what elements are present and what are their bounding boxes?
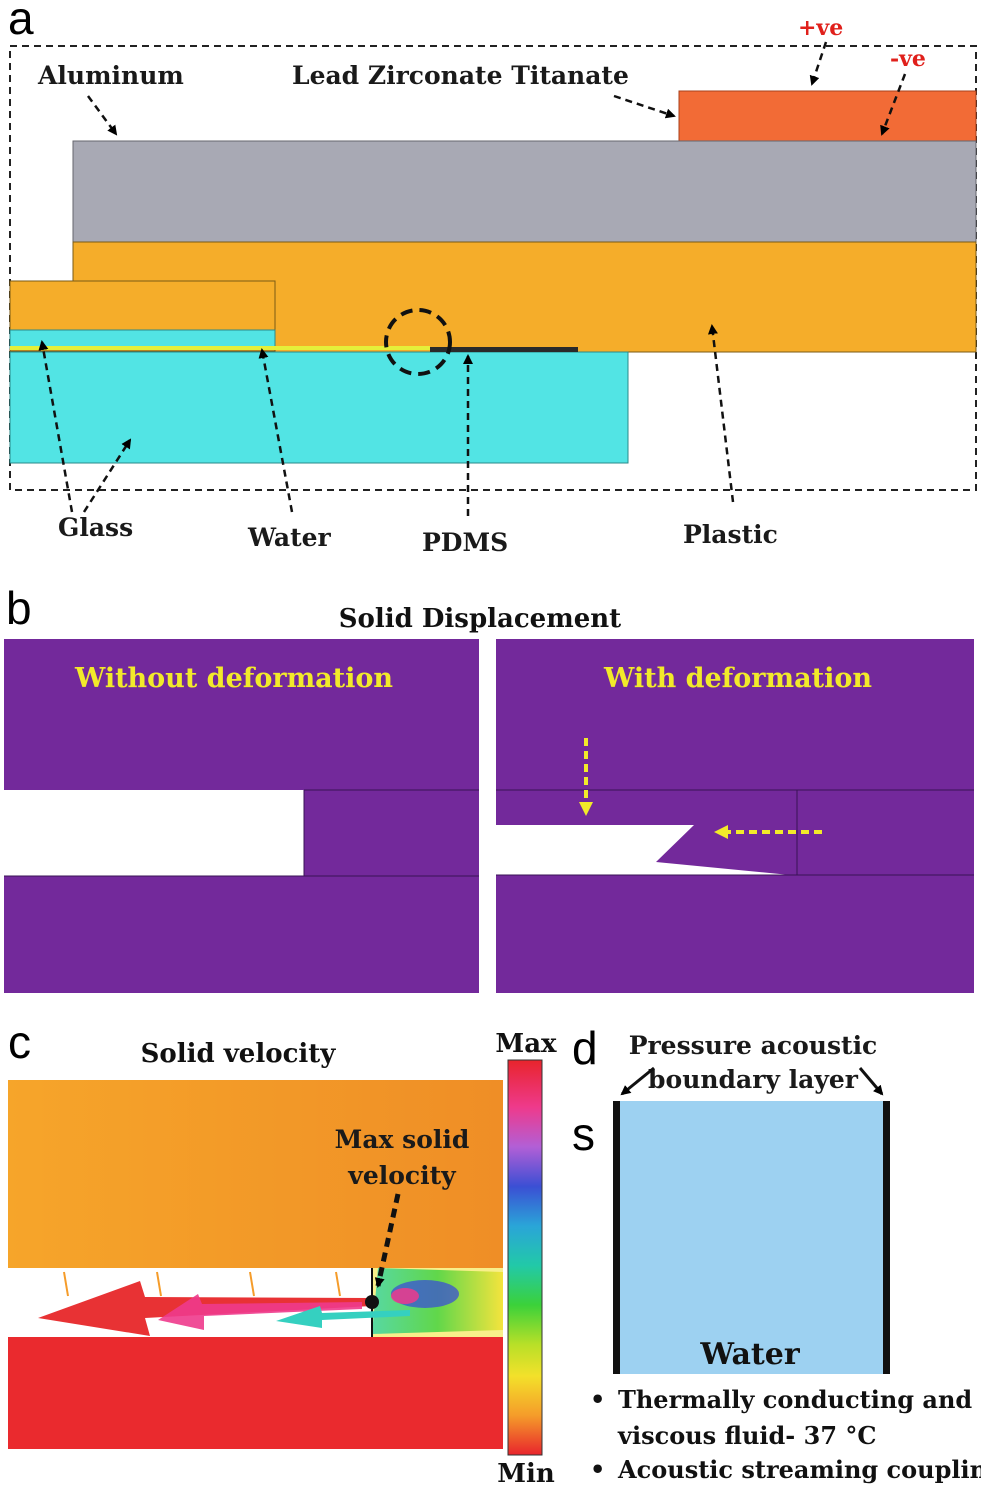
panel-c-label: c: [8, 1016, 31, 1068]
undeformed-channel: [4, 790, 304, 876]
svg-text:•: •: [590, 1385, 605, 1414]
without-deformation-caption: Without deformation: [74, 663, 393, 694]
panel-d-label: d: [572, 1022, 598, 1074]
scale-max-label: Max: [495, 1029, 557, 1059]
boundary-layer-label-line1: Pressure acoustic: [629, 1031, 878, 1060]
pzt-layer: [678, 90, 977, 142]
panel-d-sublabel: s: [572, 1108, 595, 1160]
pdms-label: PDMS: [422, 528, 508, 557]
aluminum-label: Aluminum: [37, 61, 184, 90]
water-label: Water: [247, 523, 332, 552]
boundary-layer-label-line2: boundary layer: [648, 1065, 859, 1094]
water-fluid-domain: [615, 1101, 888, 1374]
lower-solid-velocity: [8, 1337, 503, 1449]
panel-c-title: Solid velocity: [141, 1039, 337, 1069]
zoom-region-circle: [384, 308, 452, 376]
deformed-solid: [496, 639, 974, 993]
bullet-1-line1: Thermally conducting and: [618, 1385, 972, 1414]
panel-a-label: a: [8, 0, 34, 44]
max-velocity-label-line2: velocity: [347, 1161, 457, 1190]
aluminum-layer: [72, 140, 977, 243]
max-velocity-pointer: [374, 1193, 401, 1288]
panel-b: b Solid Displacement Without deformation…: [4, 582, 974, 993]
with-deformation-caption: With deformation: [603, 663, 872, 694]
bullet-2: Acoustic streaming coupling: [617, 1455, 981, 1484]
svg-text:•: •: [590, 1455, 605, 1484]
glass-label: Glass: [58, 513, 133, 542]
max-velocity-label-line1: Max solid: [335, 1125, 470, 1154]
pzt-label: Lead Zirconate Titanate: [292, 61, 629, 90]
plastic-label: Plastic: [683, 520, 778, 549]
pdms-layer: [430, 347, 578, 352]
glass-substrate: [9, 351, 629, 464]
upper-solid-velocity: [8, 1080, 503, 1268]
panel-b-label: b: [6, 582, 32, 634]
positive-electrode-label: +ve: [798, 15, 843, 41]
small-velocity-arrows: [63, 1271, 341, 1297]
panel-d: d s Pressure acoustic boundary layer Wat…: [572, 1022, 981, 1484]
water-channel: [10, 346, 430, 350]
negative-electrode-label: -ve: [890, 46, 926, 72]
panel-b-title: Solid Displacement: [339, 604, 621, 634]
panel-a-arrows: [38, 41, 907, 516]
right-boundary-layer: [883, 1101, 890, 1374]
max-velocity-point: [365, 1295, 379, 1309]
left-boundary-layer: [613, 1101, 620, 1374]
scale-min-label: Min: [497, 1459, 555, 1489]
bullet-1-line2: viscous fluid- 37 °C: [617, 1421, 876, 1450]
panel-a: a Aluminum Lead Zirconate Titanate +ve -…: [8, 0, 977, 557]
panel-c: c Solid velocity Max Min Max solid veloc…: [8, 1016, 557, 1489]
deformed-channel: [496, 825, 790, 875]
velocity-color-scale: [507, 1059, 543, 1456]
glass-slit: [9, 329, 276, 349]
water-domain-label: Water: [699, 1337, 800, 1372]
